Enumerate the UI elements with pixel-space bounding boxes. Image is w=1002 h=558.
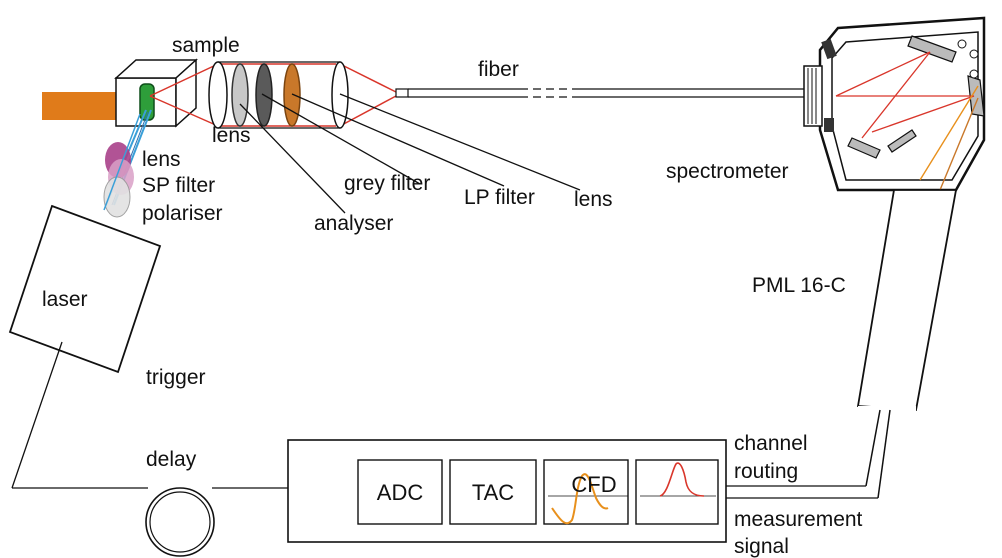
signal-waveform (659, 462, 705, 497)
delay-cable-loop (145, 487, 215, 557)
label-fiber: fiber (478, 58, 519, 81)
label-lens-small: lens (142, 148, 181, 171)
optics-tube (218, 61, 340, 129)
excitation-optics (103, 113, 141, 218)
label-routing: routing (734, 460, 798, 483)
label-sample: sample (172, 34, 240, 57)
spectrometer-entrance (803, 65, 823, 127)
lp-filter-disc (283, 63, 301, 127)
mirror-top (907, 35, 957, 63)
label-measurement: measurement (734, 508, 863, 531)
mirror-bottom (847, 137, 881, 159)
tac-label: TAC (472, 480, 514, 505)
adc-label: ADC (377, 480, 424, 505)
label-delay: delay (146, 448, 197, 471)
tac-module (449, 459, 537, 525)
sample-holder (42, 58, 198, 128)
label-sp-filter: SP filter (142, 174, 215, 197)
signal-module (635, 459, 719, 525)
adc-module (357, 459, 443, 525)
label-signal: signal (734, 535, 789, 558)
spectrometer (803, 16, 986, 192)
lens-right (331, 61, 349, 129)
grating (967, 75, 985, 117)
label-pml: PML 16-C (752, 274, 846, 297)
trigger-cable (11, 341, 288, 489)
polariser-disc (103, 176, 131, 218)
analyser-disc (231, 63, 249, 127)
cfd-module (543, 459, 629, 525)
cfd-waveform (551, 473, 609, 525)
label-analyser: analyser (314, 212, 393, 235)
cfd-label: CFD (571, 472, 616, 497)
fiber (395, 88, 806, 98)
label-trigger: trigger (146, 366, 206, 389)
label-channel: channel (734, 432, 808, 455)
lens-left (208, 61, 228, 129)
label-grey-filter: grey filter (344, 172, 430, 195)
pml-detector (856, 189, 958, 499)
electronics-box (287, 439, 727, 543)
laser (8, 204, 162, 374)
label-polariser: polariser (142, 202, 223, 225)
label-lens-right: lens (574, 188, 613, 211)
label-laser: laser (42, 288, 88, 311)
label-lp-filter: LP filter (464, 186, 535, 209)
label-lens-left: lens (212, 124, 251, 147)
label-spectrometer: spectrometer (666, 160, 789, 183)
routing-cables (726, 485, 878, 499)
collection-beam (149, 63, 397, 127)
pointer-lines (239, 93, 581, 214)
